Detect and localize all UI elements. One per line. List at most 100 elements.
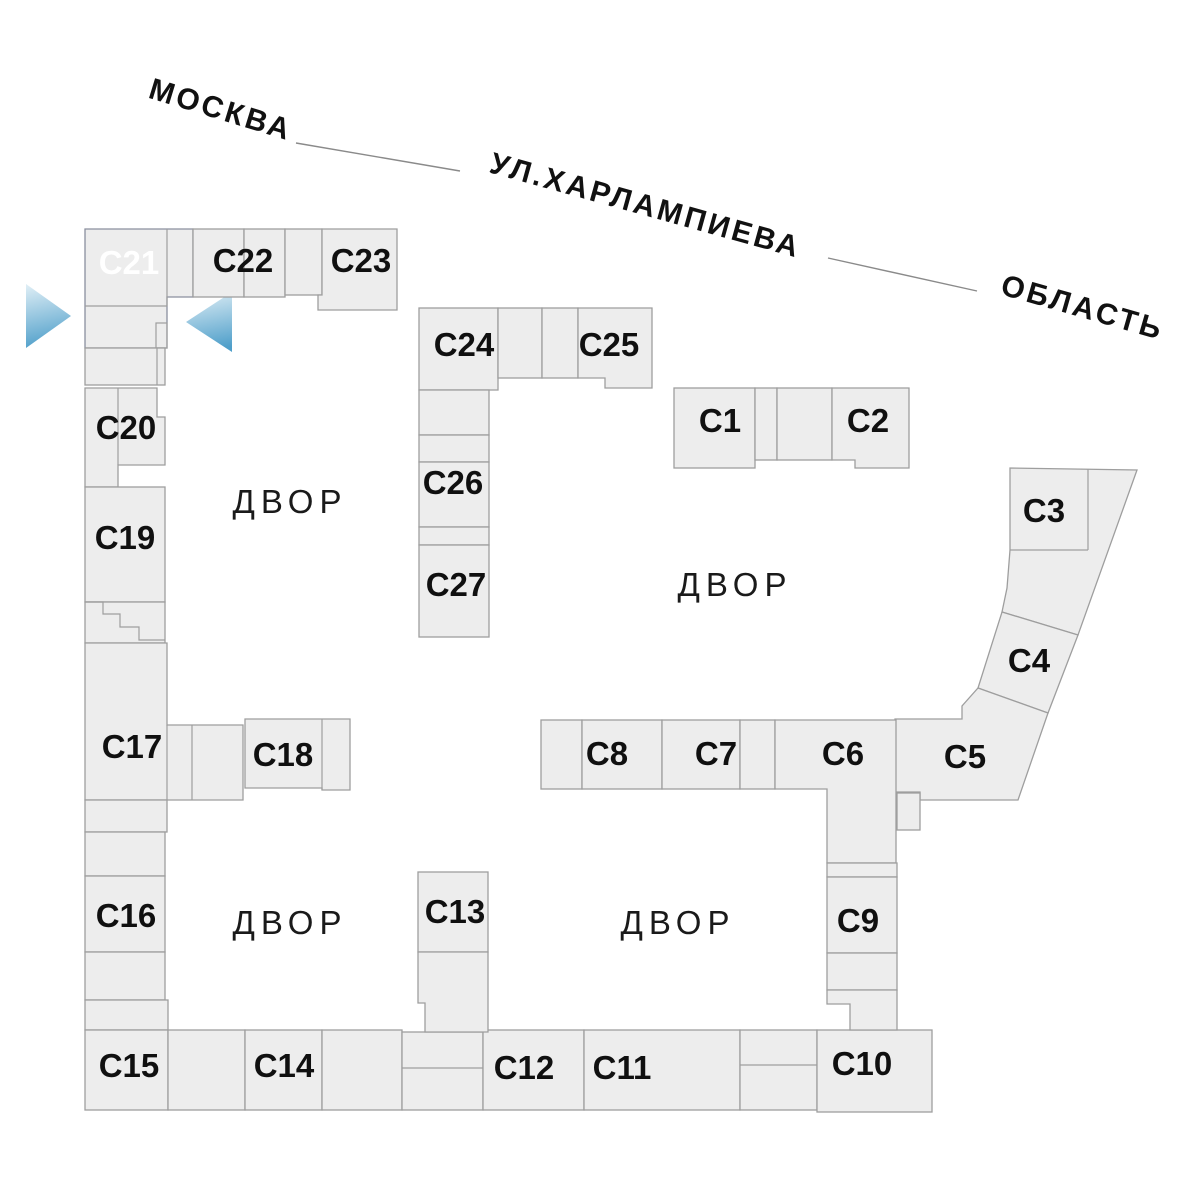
building-c8[interactable]: С8 bbox=[581, 719, 663, 790]
building-c27-shape[interactable] bbox=[418, 544, 490, 638]
building-c16[interactable]: С16 bbox=[84, 875, 166, 953]
road-line-2 bbox=[827, 257, 978, 292]
building-section bbox=[84, 951, 166, 1001]
building-c17[interactable]: С17 bbox=[84, 642, 244, 801]
building-c16-label: С16 bbox=[96, 897, 157, 934]
section-divider bbox=[1010, 469, 1089, 551]
building-section bbox=[418, 389, 490, 436]
road-line-1 bbox=[295, 142, 461, 172]
street-band: МОСКВА УЛ.ХАРЛАМПИЕВА ОБЛАСТЬ bbox=[145, 72, 1168, 346]
south-row: С15 С14 С12 С11 С10 bbox=[84, 1029, 933, 1113]
building-c10[interactable]: С10 bbox=[816, 1029, 933, 1113]
building-c22-label: С22 bbox=[213, 242, 274, 279]
building-section bbox=[84, 601, 166, 644]
section-divider bbox=[166, 725, 193, 800]
building-c18[interactable]: С18 bbox=[244, 718, 351, 791]
building-c21-label: С21 bbox=[99, 244, 160, 281]
building-section bbox=[417, 951, 489, 1033]
stair-step-divider bbox=[85, 601, 165, 641]
building-c15[interactable]: С15 bbox=[84, 1029, 169, 1111]
building-c23[interactable]: С23 bbox=[317, 228, 398, 311]
building-c27[interactable]: С27 bbox=[418, 544, 490, 638]
building-c5-shape[interactable] bbox=[894, 687, 1049, 801]
building-c24[interactable]: С24 bbox=[418, 307, 499, 391]
building-c11[interactable]: С11 bbox=[583, 1029, 741, 1111]
building-c6[interactable]: С6 bbox=[774, 719, 897, 864]
building-c22[interactable]: С22 bbox=[192, 228, 323, 298]
building-section bbox=[84, 347, 166, 386]
building-c26[interactable]: С26 bbox=[418, 461, 490, 528]
building-c25-shape[interactable] bbox=[577, 307, 653, 389]
building-c4-label: С4 bbox=[1008, 642, 1051, 679]
building-c3[interactable]: С3 bbox=[1001, 467, 1138, 636]
building-c9[interactable]: С9 bbox=[826, 876, 898, 954]
building-section bbox=[284, 228, 323, 296]
building-c7-label: С7 bbox=[695, 735, 737, 772]
building-c26-shape[interactable] bbox=[418, 461, 490, 528]
building-c2-shape[interactable] bbox=[831, 387, 910, 469]
building-c11-shape[interactable] bbox=[583, 1029, 741, 1111]
building-c17-shape[interactable] bbox=[84, 642, 244, 801]
west-column: С20 С19 С17 С16 bbox=[84, 347, 244, 1031]
building-c14-shape[interactable] bbox=[244, 1029, 323, 1111]
building-c10-label: С10 bbox=[832, 1045, 893, 1082]
building-c18-label: С18 bbox=[253, 736, 314, 773]
building-c24-shape[interactable] bbox=[418, 307, 499, 391]
building-c12[interactable]: С12 bbox=[482, 1029, 585, 1111]
building-c8-shape[interactable] bbox=[581, 719, 663, 790]
building-c15-label: С15 bbox=[99, 1047, 160, 1084]
building-c14-label: С14 bbox=[254, 1047, 315, 1084]
building-c7-shape[interactable] bbox=[661, 719, 741, 790]
building-section bbox=[541, 307, 579, 379]
building-c20-label: С20 bbox=[96, 409, 157, 446]
building-c9-shape[interactable] bbox=[826, 876, 898, 954]
building-c9-label: С9 bbox=[837, 902, 879, 939]
building-section bbox=[754, 387, 778, 461]
building-c21[interactable]: С21 bbox=[84, 228, 194, 349]
building-c2[interactable]: С2 bbox=[831, 387, 910, 469]
building-c23-label: С23 bbox=[331, 242, 392, 279]
section-divider bbox=[85, 229, 168, 307]
building-c23-shape[interactable] bbox=[317, 228, 398, 311]
street-name-label: УЛ.ХАРЛАМПИЕВА bbox=[486, 147, 805, 265]
building-c19[interactable]: С19 bbox=[84, 486, 166, 603]
building-c12-label: С12 bbox=[494, 1049, 555, 1086]
building-c25[interactable]: С25 bbox=[577, 307, 653, 389]
selection-arrow-left-icon bbox=[26, 284, 71, 348]
building-c2-label: С2 bbox=[847, 402, 889, 439]
courtyard-label-southeast: ДВОР bbox=[621, 904, 736, 941]
building-section bbox=[84, 831, 166, 877]
building-c19-label: С19 bbox=[95, 519, 156, 556]
building-section bbox=[896, 792, 921, 831]
courtyard-label-southwest: ДВОР bbox=[233, 904, 348, 941]
building-c13-label: С13 bbox=[425, 893, 486, 930]
building-section bbox=[540, 719, 583, 790]
building-c10-shape[interactable] bbox=[816, 1029, 933, 1113]
building-c13-shape[interactable] bbox=[417, 871, 489, 953]
building-c1[interactable]: С1 bbox=[673, 387, 756, 469]
building-c5[interactable]: С5 bbox=[894, 687, 1049, 801]
building-section bbox=[418, 526, 490, 546]
building-c11-label: С11 bbox=[593, 1049, 652, 1086]
building-section bbox=[418, 434, 490, 463]
building-section bbox=[739, 719, 776, 790]
building-c14[interactable]: С14 bbox=[244, 1029, 323, 1111]
building-c4[interactable]: С4 bbox=[977, 611, 1079, 714]
building-c24-label: С24 bbox=[434, 326, 495, 363]
building-section bbox=[826, 952, 898, 991]
building-c1-shape[interactable] bbox=[673, 387, 756, 469]
street-origin-label: МОСКВА bbox=[145, 72, 296, 147]
building-section bbox=[321, 1029, 403, 1111]
building-c5-label: С5 bbox=[944, 738, 986, 775]
building-section bbox=[776, 387, 833, 461]
building-section bbox=[84, 999, 169, 1031]
building-section bbox=[192, 228, 245, 298]
building-c6-label: С6 bbox=[822, 735, 864, 772]
building-c7[interactable]: С7 bbox=[661, 719, 741, 790]
building-c13[interactable]: С13 bbox=[417, 871, 489, 1033]
building-c20[interactable]: С20 bbox=[84, 387, 166, 488]
building-section bbox=[826, 862, 898, 878]
courtyard-label-northeast: ДВОР bbox=[678, 566, 793, 603]
